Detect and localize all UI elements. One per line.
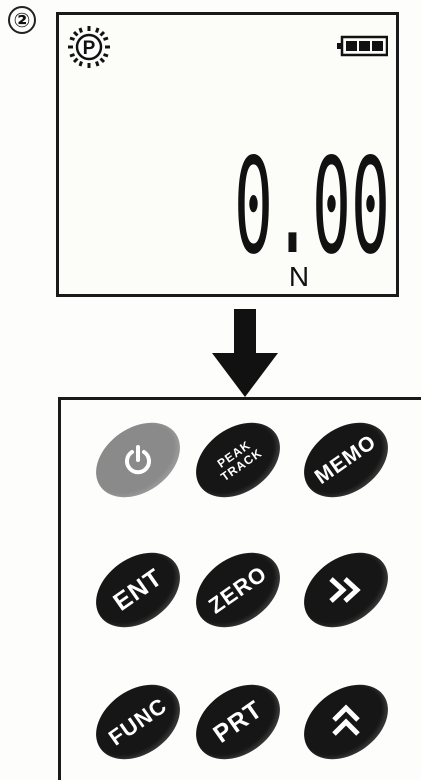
zero-button[interactable]: ZERO [182, 537, 294, 642]
peak-track-button[interactable]: PEAK TRACK [182, 407, 294, 512]
peak-mode-indicator-icon: P [67, 25, 111, 69]
func-label: FUNC [104, 693, 172, 752]
battery-full-icon [336, 35, 388, 57]
power-icon [121, 443, 155, 477]
memo-button[interactable]: MEMO [290, 407, 402, 512]
measurement-value-text: 0.00 [234, 130, 390, 260]
down-arrow-icon [210, 309, 280, 399]
measurement-value: 0.00 [231, 110, 391, 260]
keypad-panel: PEAK TRACK MEMO ENT ZERO FUNC PRT [58, 397, 421, 780]
ent-label: ENT [108, 563, 168, 617]
step-number-marker: ② [8, 6, 36, 34]
measurement-unit: N [259, 261, 339, 293]
peak-track-label: PEAK TRACK [211, 436, 264, 484]
next-button[interactable] [290, 537, 402, 642]
mode-letter: P [83, 38, 96, 59]
power-button[interactable] [82, 407, 194, 512]
memo-label: MEMO [311, 430, 382, 489]
ent-button[interactable]: ENT [82, 537, 194, 642]
lcd-display: P 0.00 N [56, 12, 399, 297]
up-button[interactable] [290, 669, 402, 774]
prt-label: PRT [208, 695, 268, 749]
func-button[interactable]: FUNC [82, 669, 194, 774]
double-chevron-right-icon [326, 575, 366, 605]
prt-button[interactable]: PRT [182, 669, 294, 774]
double-chevron-up-icon [330, 702, 362, 742]
zero-label: ZERO [204, 561, 272, 620]
